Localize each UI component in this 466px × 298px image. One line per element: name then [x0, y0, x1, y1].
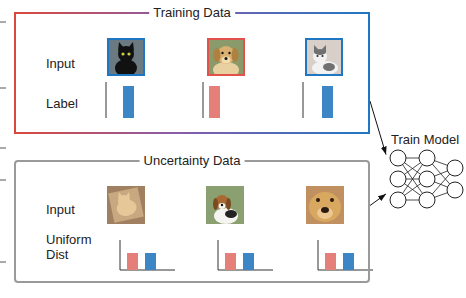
cat-ear — [118, 42, 124, 51]
panel-title: Training Data — [149, 5, 235, 20]
red-bar — [225, 253, 236, 270]
cat-ear — [118, 192, 122, 199]
dog-ear — [226, 198, 231, 210]
photo-warp — [108, 187, 144, 223]
warped-cat-photo — [107, 186, 145, 224]
photo-ground — [107, 186, 145, 224]
tick — [0, 148, 6, 149]
axis-line — [318, 240, 373, 270]
photo-ground — [206, 186, 244, 224]
tick — [0, 22, 6, 23]
panel-title: Uncertainty Data — [140, 153, 245, 168]
axis-line — [106, 82, 107, 118]
cat-photo — [305, 38, 343, 76]
neuron — [419, 192, 435, 208]
model-node: Train Model — [386, 130, 464, 212]
dog-nose — [221, 204, 223, 206]
dog-ear — [214, 48, 221, 62]
red-bar — [127, 253, 138, 270]
model-title: Train Model — [391, 132, 459, 147]
dog-body — [214, 208, 238, 224]
row-label: Input — [46, 56, 75, 71]
dog-ear — [213, 198, 218, 210]
cat-patch — [323, 63, 335, 71]
photo-ground — [107, 38, 145, 76]
photo-frame — [208, 39, 244, 75]
cat-photo — [107, 38, 145, 77]
neural-network — [390, 150, 463, 208]
dog-patch — [225, 210, 237, 218]
dog-closeup-photo — [306, 186, 344, 224]
neuron — [419, 150, 435, 166]
dog-eye — [221, 52, 223, 54]
tick — [0, 180, 6, 181]
dog-muzzle — [317, 207, 333, 219]
blue-bar — [243, 253, 254, 270]
row-label: Label — [46, 96, 78, 111]
neuron — [447, 182, 463, 198]
blue-bar — [343, 253, 354, 270]
blue-bar — [145, 253, 156, 270]
cat-ear — [314, 45, 318, 53]
neuron — [419, 171, 435, 187]
blue-bar — [322, 86, 333, 118]
row-label: Input — [46, 202, 75, 217]
label-bars — [106, 82, 333, 118]
arrow-connector — [370, 194, 386, 206]
neuron — [390, 171, 406, 187]
red-bar — [325, 253, 336, 270]
beagle-photo — [206, 186, 244, 224]
cat-ear — [322, 45, 326, 53]
photo-frame — [108, 39, 144, 75]
neuron — [390, 192, 406, 208]
cat-eye — [316, 55, 318, 57]
axis-line — [203, 82, 204, 118]
red-bar — [209, 86, 220, 118]
dog-muzzle — [219, 203, 226, 209]
tick — [0, 88, 6, 89]
edge-ticks — [0, 22, 6, 262]
cat-eye — [321, 55, 323, 57]
neuron — [447, 160, 463, 176]
axis-line — [120, 240, 175, 270]
dog-nose — [321, 207, 329, 213]
photo-ground — [305, 38, 343, 76]
dog-eye — [330, 198, 334, 202]
dog-photo — [207, 38, 245, 78]
axis-line — [303, 82, 304, 118]
photo-ground — [306, 186, 344, 224]
row-label: Uniform Dist — [46, 232, 100, 262]
uncertainty-data-panel: Uncertainty DataInputUniform Dist — [14, 160, 370, 283]
cat-body — [312, 61, 338, 75]
cat-eye — [121, 52, 124, 55]
dog-face — [309, 192, 341, 222]
dog-ear — [232, 48, 239, 62]
arrow-connector — [370, 101, 386, 155]
axis-line — [218, 240, 273, 270]
cat-ear — [128, 42, 134, 51]
tick — [0, 262, 6, 263]
training-data-panel: Training DataInputLabel — [14, 12, 370, 134]
cat-eye — [127, 52, 130, 55]
dog-eye — [228, 52, 230, 54]
blue-bar — [123, 86, 134, 118]
dog-muzzle — [222, 57, 231, 64]
dog-eye — [316, 198, 320, 202]
cat-ear — [126, 192, 130, 199]
neuron — [390, 150, 406, 166]
photo-frame — [306, 39, 342, 75]
dog-nose — [225, 57, 228, 60]
uniform-bars — [120, 240, 373, 270]
